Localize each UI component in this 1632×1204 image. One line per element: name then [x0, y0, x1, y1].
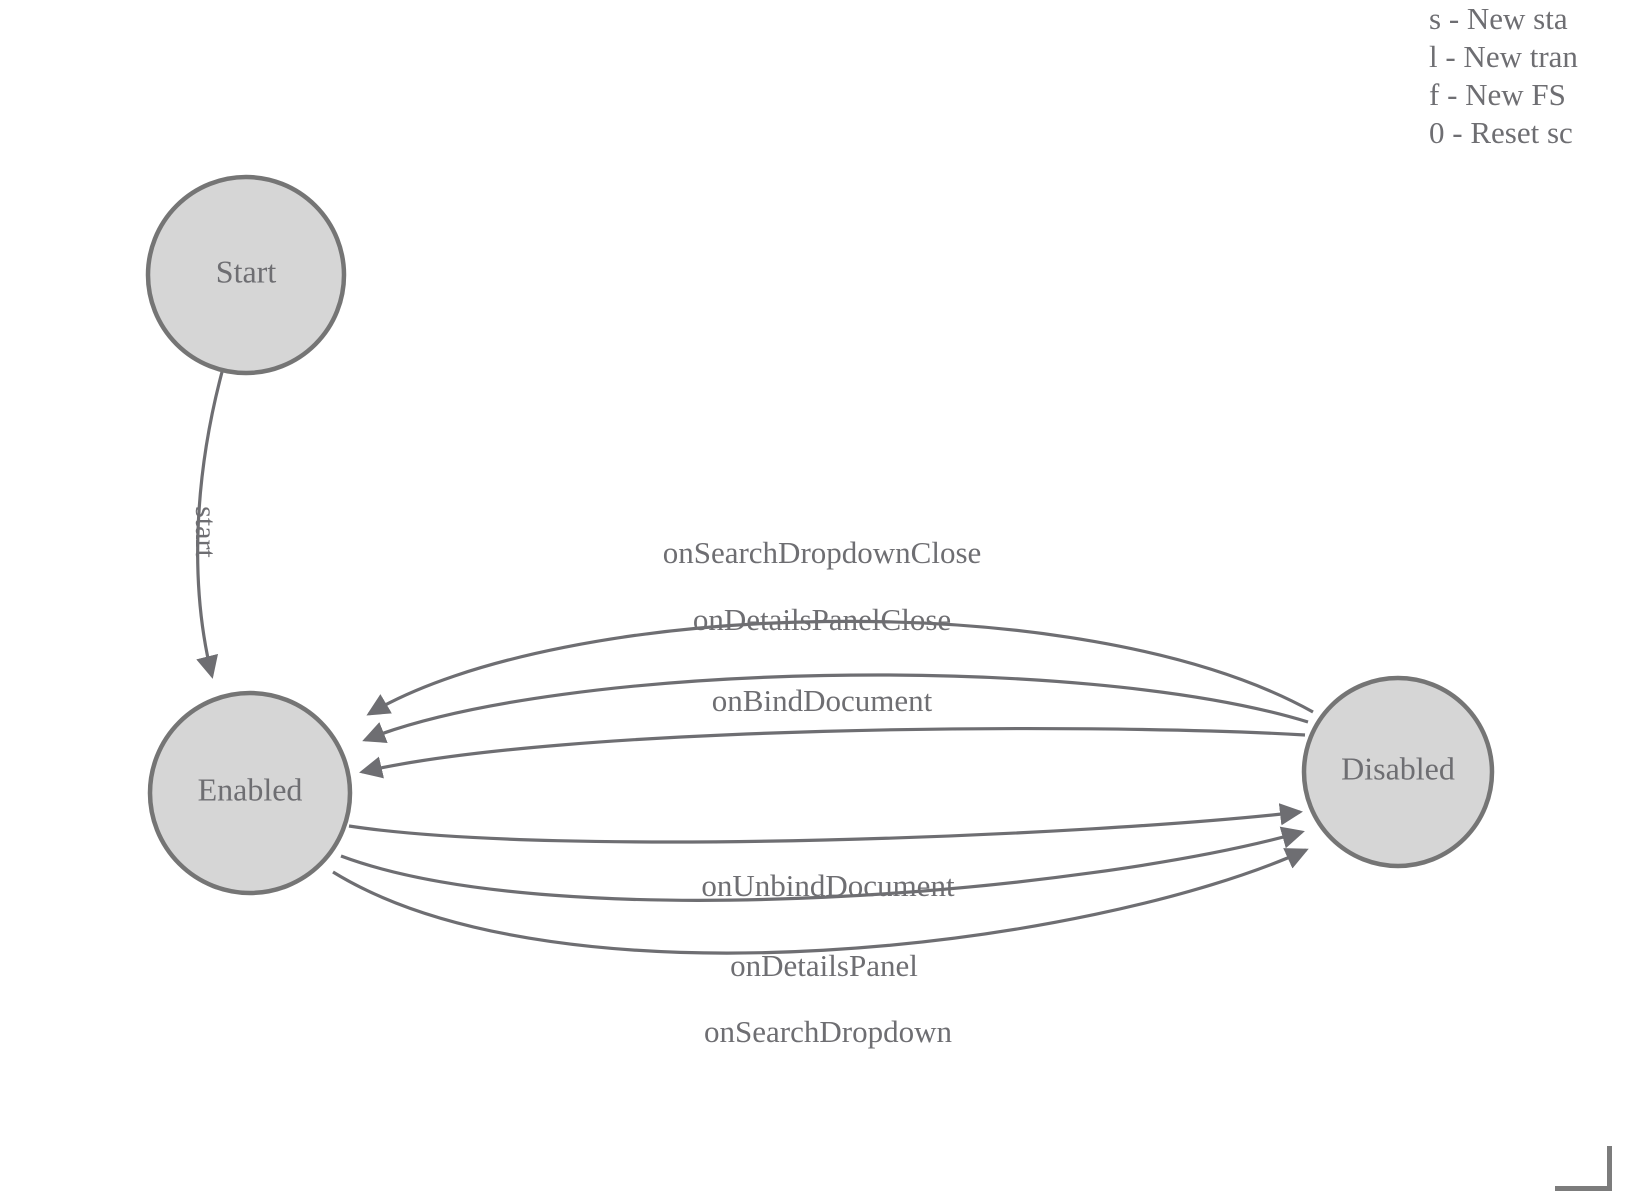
- legend-line-new-transition: l - New tran: [1429, 39, 1578, 74]
- edge-label-on-search-dropdown-close: onSearchDropdownClose: [663, 535, 982, 570]
- state-node-enabled[interactable]: Enabled: [147, 690, 353, 896]
- state-circle-start: [145, 174, 347, 376]
- legend-line-reset: 0 - Reset sc: [1429, 115, 1573, 150]
- edge-path-on-unbind-document: [348, 803, 1303, 844]
- state-node-start[interactable]: Start: [145, 174, 347, 376]
- edge-path-on-bind-document: [359, 726, 1306, 779]
- keyboard-shortcut-legend: s - New sta l - New tran f - New FS 0 - …: [1429, 0, 1632, 152]
- legend-line-new-state: s - New sta: [1429, 1, 1568, 36]
- transition-on-bind-document[interactable]: onBindDocument: [359, 683, 1306, 779]
- transition-on-search-dropdown-close[interactable]: onSearchDropdownClose: [366, 535, 1314, 716]
- edge-path-start: [196, 371, 224, 679]
- state-circle-enabled: [147, 690, 353, 896]
- edge-path-on-details-panel-close: [362, 673, 1309, 743]
- edge-label-on-bind-document: onBindDocument: [712, 683, 933, 718]
- transition-on-details-panel[interactable]: onDetailsPanel: [340, 826, 1305, 983]
- state-label-start: Start: [216, 253, 277, 289]
- legend-line-new-fsm: f - New FS: [1429, 77, 1566, 112]
- transition-on-details-panel-close[interactable]: onDetailsPanelClose: [362, 602, 1309, 743]
- resize-handle-corner[interactable]: [1555, 1146, 1612, 1191]
- transition-start[interactable]: start: [189, 371, 224, 679]
- edge-path-on-search-dropdown-close: [366, 619, 1314, 716]
- state-circle-disabled: [1301, 675, 1495, 869]
- edge-label-on-search-dropdown: onSearchDropdown: [704, 1014, 952, 1049]
- state-label-enabled: Enabled: [198, 771, 303, 807]
- edge-label-start: start: [189, 506, 222, 558]
- state-node-disabled[interactable]: Disabled: [1301, 675, 1495, 869]
- edge-path-on-search-dropdown: [332, 848, 1309, 955]
- edge-path-on-details-panel: [340, 826, 1305, 902]
- transition-on-search-dropdown[interactable]: onSearchDropdown: [332, 848, 1309, 1049]
- edge-label-on-details-panel-close: onDetailsPanelClose: [693, 602, 951, 637]
- state-label-disabled: Disabled: [1341, 750, 1455, 786]
